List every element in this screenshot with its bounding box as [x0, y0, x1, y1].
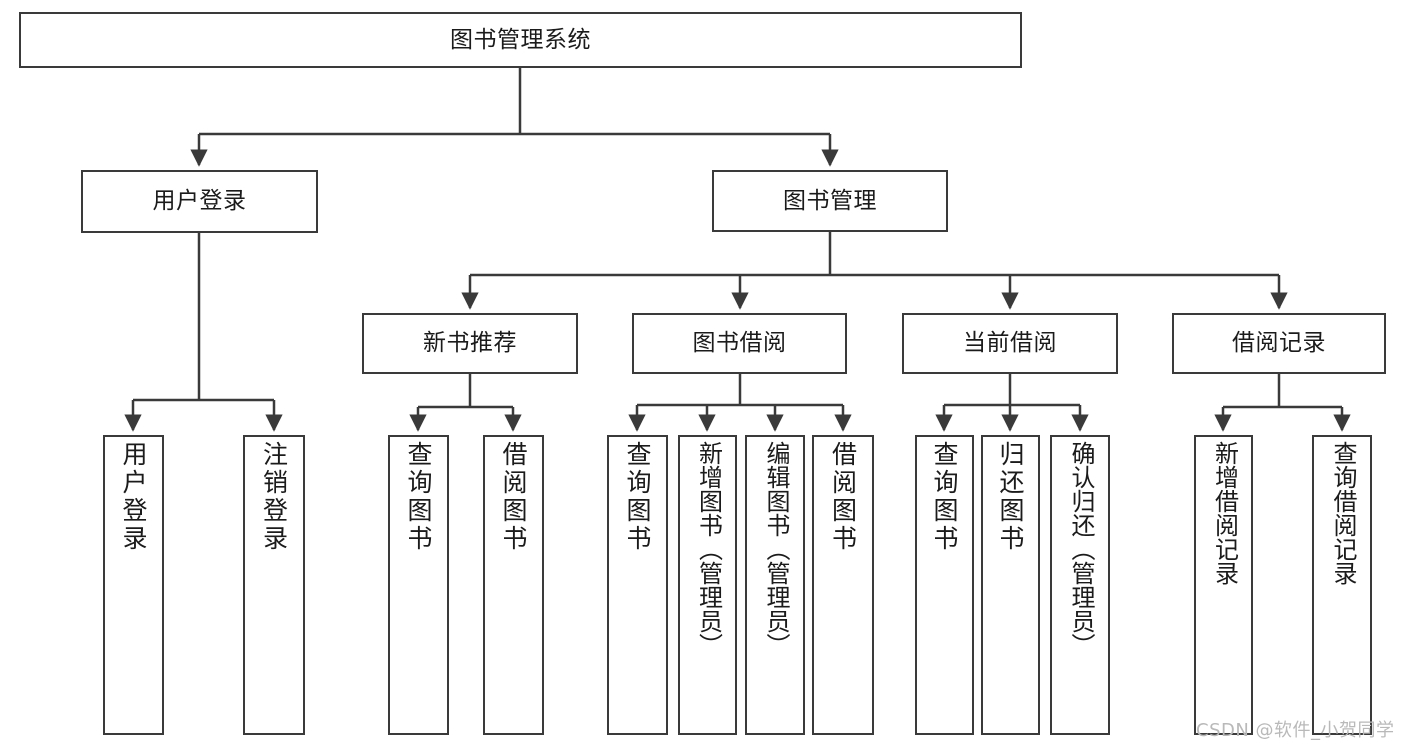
node-user-login[interactable]: 用户登录 [81, 170, 318, 233]
node-label: 图书借阅 [692, 330, 787, 357]
node-label: 用户登录 [119, 441, 148, 553]
leaf-query-borrow-record[interactable]: 查询借阅记录 [1312, 435, 1372, 735]
node-label: 确认归还（管理员） [1066, 441, 1095, 657]
leaf-borrow-book-new[interactable]: 借阅图书 [483, 435, 544, 735]
node-label: 归还图书 [996, 441, 1025, 553]
node-label: 借阅图书 [828, 441, 858, 553]
leaf-user-login[interactable]: 用户登录 [103, 435, 164, 735]
node-current-borrow[interactable]: 当前借阅 [902, 313, 1118, 374]
watermark-text: CSDN @软件_小贺同学 [1196, 720, 1395, 741]
leaf-borrow-book[interactable]: 借阅图书 [812, 435, 874, 735]
node-label: 借阅记录 [1232, 330, 1326, 357]
node-label: 新增借阅记录 [1210, 441, 1239, 585]
leaf-query-book-new[interactable]: 查询图书 [388, 435, 449, 735]
node-label: 新增图书（管理员） [694, 441, 723, 657]
leaf-add-book-admin[interactable]: 新增图书（管理员） [678, 435, 737, 735]
node-label: 借阅图书 [499, 441, 528, 553]
leaf-return-book[interactable]: 归还图书 [981, 435, 1040, 735]
leaf-add-borrow-record[interactable]: 新增借阅记录 [1194, 435, 1253, 735]
leaf-logout[interactable]: 注销登录 [243, 435, 305, 735]
node-borrow-record[interactable]: 借阅记录 [1172, 313, 1386, 374]
node-label: 注销登录 [259, 441, 289, 553]
node-label: 查询图书 [404, 441, 433, 553]
node-label: 图书管理系统 [450, 26, 591, 53]
node-book-management[interactable]: 图书管理 [712, 170, 948, 232]
node-root-system[interactable]: 图书管理系统 [19, 12, 1022, 68]
leaf-edit-book-admin[interactable]: 编辑图书（管理员） [745, 435, 805, 735]
leaf-query-book-current[interactable]: 查询图书 [915, 435, 974, 735]
node-label: 新书推荐 [423, 330, 517, 357]
node-book-borrow[interactable]: 图书借阅 [632, 313, 847, 374]
node-new-book-recommend[interactable]: 新书推荐 [362, 313, 578, 374]
node-label: 当前借阅 [963, 330, 1057, 357]
node-label: 查询图书 [930, 441, 959, 553]
node-label: 查询借阅记录 [1328, 441, 1357, 585]
node-label: 图书管理 [783, 187, 877, 214]
node-label: 编辑图书（管理员） [761, 441, 790, 657]
node-label: 用户登录 [152, 188, 247, 215]
leaf-query-book-borrow[interactable]: 查询图书 [607, 435, 668, 735]
node-label: 查询图书 [623, 441, 652, 553]
leaf-confirm-return-admin[interactable]: 确认归还（管理员） [1050, 435, 1110, 735]
